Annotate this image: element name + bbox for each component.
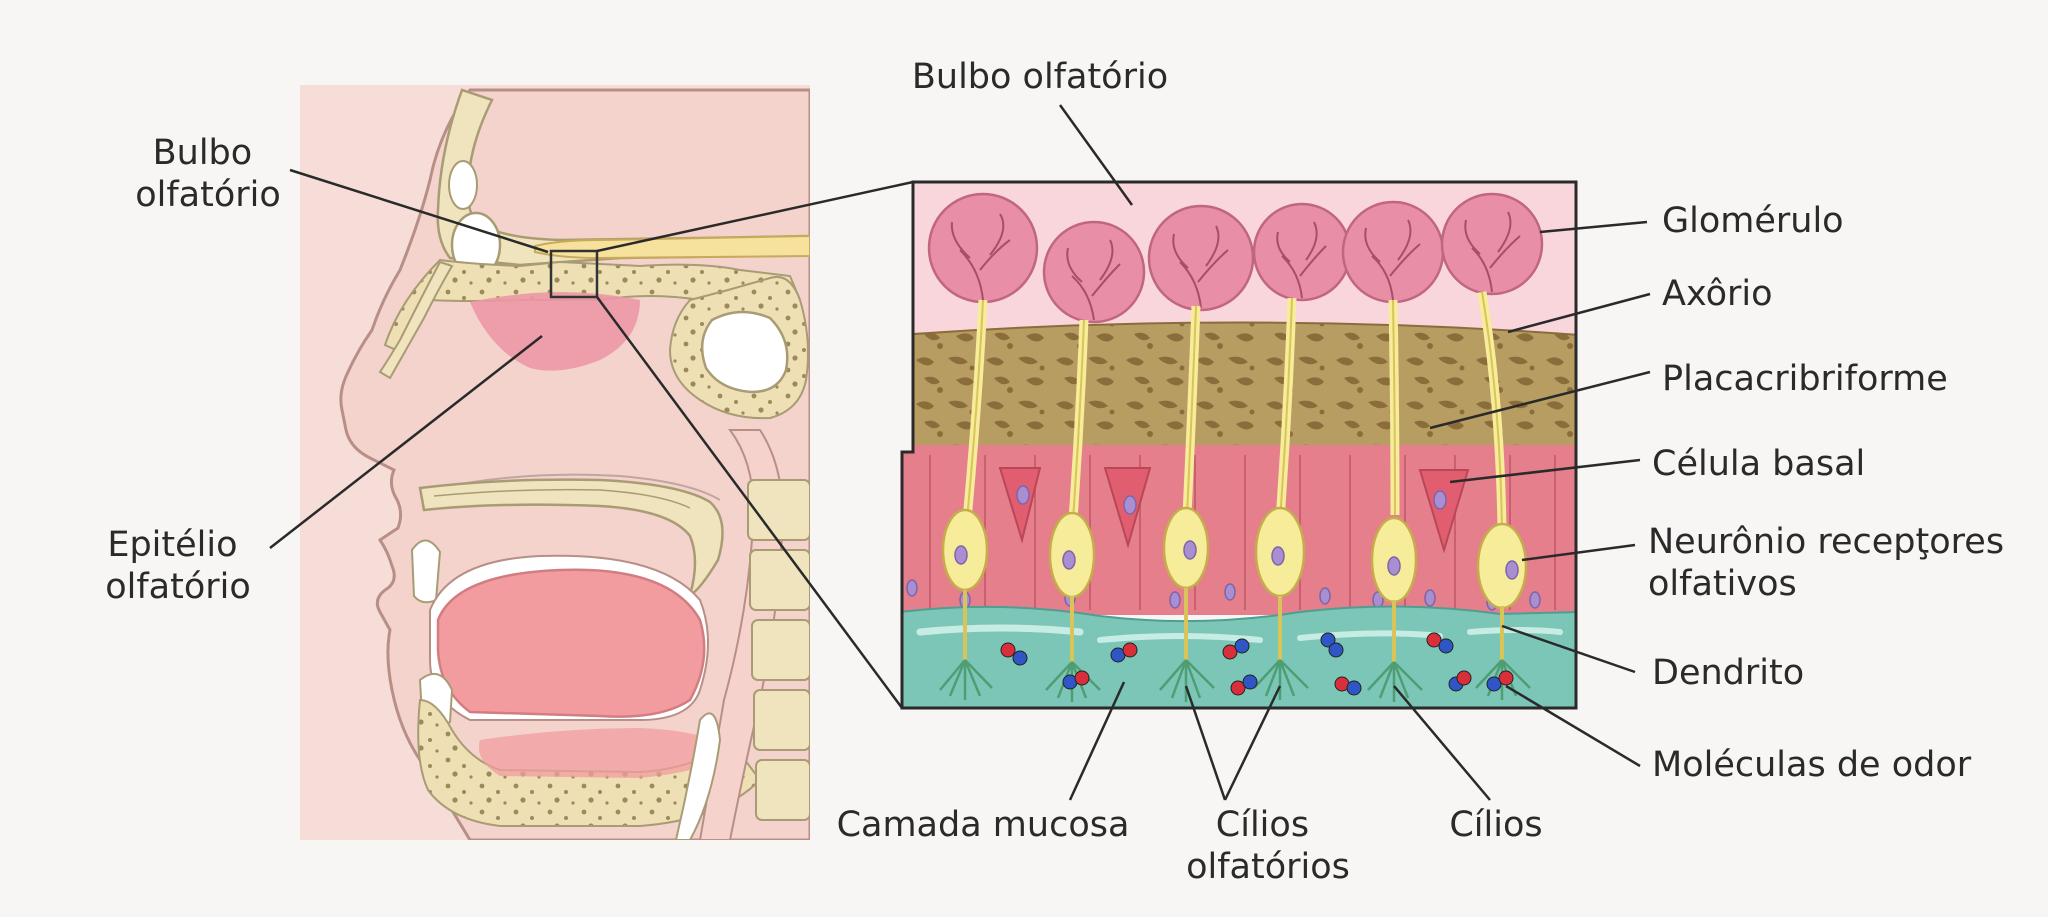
olfactory-epithelium-patch: [470, 292, 640, 371]
leader-lines: [269, 104, 1651, 801]
label-dendrite: Dendrito: [1652, 653, 1804, 693]
sphenoid-sinus: [700, 310, 789, 394]
label-head-bulb-line2: olfatório: [135, 175, 281, 215]
label-basal-cell: Célula basal: [1652, 444, 1865, 484]
mandible: [417, 698, 762, 827]
receptor-neuron: [1147, 204, 1255, 702]
label-receptor-neuron: Neurônio recepţores olfativos: [1648, 522, 2015, 604]
zoom-line-top: [596, 180, 914, 253]
label-mucus-layer: Camada mucosa: [837, 805, 1130, 845]
label-head-epithelium-line1: Epitélio: [107, 525, 237, 565]
magnified-panel: [902, 182, 1576, 708]
nasal-bone: [378, 260, 454, 380]
label-receptor-neuron-line2: olfativos: [1648, 564, 1797, 604]
olfactory-bulb-strip: [534, 234, 810, 260]
label-olfactory-cilia-line2: olfatórios: [1186, 847, 1350, 887]
label-top-bulb: Bulbo olfatório: [912, 57, 1168, 97]
zoom-line-bottom: [595, 296, 904, 709]
cribriform-plate: [902, 321, 1576, 471]
upper-teeth: [410, 539, 442, 604]
receptor-neuron: [927, 192, 1039, 700]
label-receptor-neuron-line1: Neurônio recepţores: [1648, 522, 2004, 562]
head-sagittal-section: [300, 85, 810, 840]
zoom-box: [549, 249, 599, 299]
nasal-cavity-turbinates: [429, 473, 721, 501]
label-odor-molecules: Moléculas de odor: [1652, 745, 1972, 785]
label-olfactory-cilia: Cílios olfatórios: [1186, 805, 1350, 887]
magnified-panel-border: [900, 180, 1578, 710]
tongue: [436, 568, 706, 718]
odor-molecules: [1000, 632, 1514, 696]
receptor-neurons: [927, 192, 1544, 702]
label-head-bulb-line1: Bulbo: [153, 133, 253, 173]
label-cilia: Cílios: [1449, 805, 1542, 845]
label-cribriform: Placacribriforme: [1662, 359, 1948, 399]
label-olfactory-cilia-line1: Cílios: [1216, 805, 1309, 845]
hard-palate: [418, 478, 724, 598]
receptor-neuron: [1252, 202, 1352, 700]
label-head-bulb: Bulbo olfatório: [135, 133, 281, 215]
cervical-spine: [747, 479, 810, 821]
label-head-epithelium-line2: olfatório: [105, 567, 251, 607]
label-glomerulus: Glomérulo: [1662, 201, 1844, 241]
label-head-epithelium: Epitélio olfatório: [105, 525, 251, 607]
receptor-neuron: [1440, 192, 1544, 700]
label-axon: Axôrio: [1662, 274, 1773, 314]
receptor-neuron: [1042, 220, 1146, 702]
